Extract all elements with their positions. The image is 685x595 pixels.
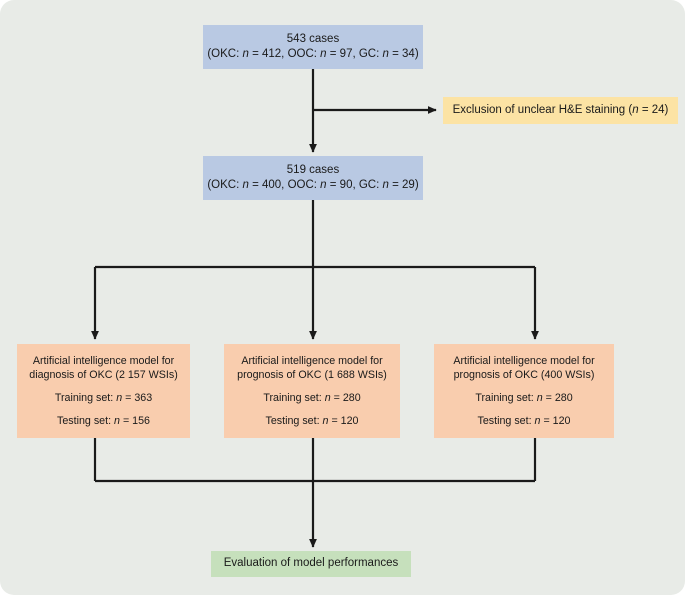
node-model-diagnosis-training: Training set: n = 363	[54, 392, 153, 404]
node-model-prognosis-wsi-testing: Testing set: n = 120	[265, 415, 359, 428]
node-model-prognosis-case-testing: Testing set: n = 120	[477, 415, 571, 428]
node-cohort-initial: 543 cases (OKC: n = 412, OOC: n = 97, GC…	[203, 25, 423, 69]
node-model-prognosis-case-training: Training set: n = 280	[475, 392, 573, 404]
node-model-prognosis-case-line2: prognosis of OKC (400 WSIs)	[453, 368, 595, 381]
node-model-diagnosis-line1: Artificial intelligence model for	[32, 354, 175, 367]
node-model-prognosis-wsi-line2: prognosis of OKC (1 688 WSIs)	[237, 368, 387, 381]
node-cohort-filtered: 519 cases (OKC: n = 400, OOC: n = 90, GC…	[203, 156, 423, 200]
node-cohort-initial-line1: 543 cases	[286, 32, 340, 45]
node-model-prognosis-wsi: Artificial intelligence model for progno…	[224, 344, 400, 438]
node-cohort-filtered-line2: (OKC: n = 400, OOC: n = 90, GC: n = 29)	[207, 179, 419, 191]
node-exclusion-line1: Exclusion of unclear H&E staining (n = 2…	[452, 103, 669, 116]
node-model-prognosis-wsi-line1: Artificial intelligence model for	[241, 354, 383, 367]
node-model-prognosis-case: Artificial intelligence model for progno…	[434, 344, 614, 438]
node-evaluation-line1: Evaluation of model performances	[223, 557, 399, 570]
node-cohort-initial-line2: (OKC: n = 412, OOC: n = 97, GC: n = 34)	[207, 48, 419, 60]
node-model-diagnosis: Artificial intelligence model for diagno…	[17, 344, 190, 438]
node-model-diagnosis-testing: Testing set: n = 156	[57, 415, 150, 428]
node-evaluation: Evaluation of model performances	[211, 551, 411, 577]
node-model-prognosis-case-line1: Artificial intelligence model for	[453, 354, 595, 367]
node-cohort-filtered-line1: 519 cases	[286, 163, 340, 176]
node-model-prognosis-wsi-training: Training set: n = 280	[263, 392, 361, 404]
node-model-diagnosis-line2: diagnosis of OKC (2 157 WSIs)	[29, 368, 178, 381]
node-exclusion: Exclusion of unclear H&E staining (n = 2…	[443, 97, 678, 124]
